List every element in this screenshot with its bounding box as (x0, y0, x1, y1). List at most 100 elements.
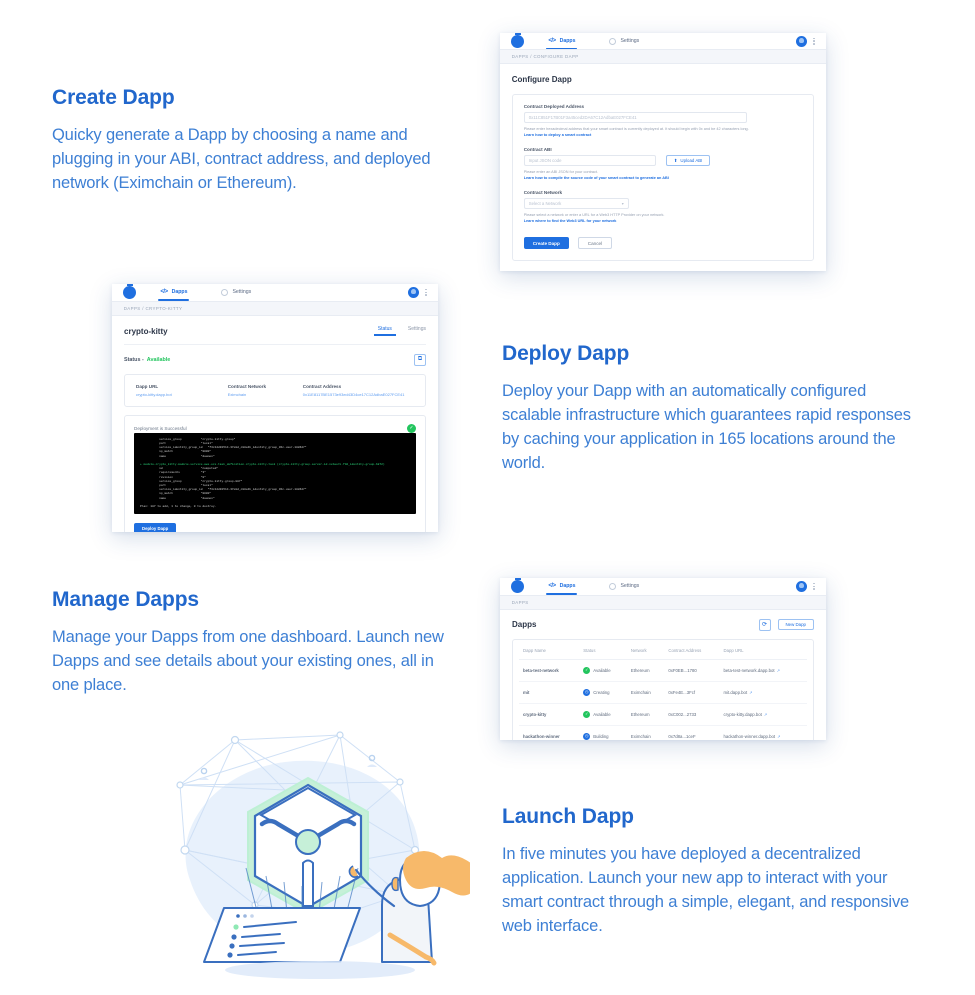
deployment-terminal-log: service_group "crypto-kitty-group" port … (134, 432, 416, 515)
breadcrumb[interactable]: DAPPS (500, 595, 826, 610)
tab-status[interactable]: Status (373, 326, 397, 336)
deploy-contract-help-link[interactable]: Learn how to deploy a smart contract (523, 133, 592, 138)
external-link-icon[interactable]: ↗ (763, 711, 768, 717)
contract-network-value[interactable]: Eximchain (227, 391, 247, 397)
field-contract-network: Contract Network Select a Network ▾ Plea… (523, 190, 803, 224)
external-link-icon[interactable]: ↗ (749, 689, 753, 695)
tab-settings[interactable]: Settings (407, 325, 426, 332)
info-field: Dapp URL crypto-kitty.dapp.bot (136, 384, 228, 397)
network-deploy-illustration (150, 730, 477, 995)
status-available-icon: ✓ (583, 666, 591, 674)
cell-dapp-url[interactable]: crypto-kitty.dapp.bot↗ (719, 703, 807, 726)
section-manage-dapps: Manage Dapps Manage your Dapps from one … (52, 588, 452, 697)
check-circle-icon: ✓ (407, 423, 416, 433)
kebab-menu-icon[interactable] (813, 37, 815, 45)
detail-tabs: Status Settings (373, 325, 426, 336)
detail-header: crypto-kitty Status Settings (124, 326, 426, 336)
kebab-menu-icon[interactable] (425, 288, 427, 296)
avatar-icon[interactable] (796, 580, 808, 592)
external-link-icon[interactable]: ↗ (777, 733, 781, 739)
brand-logo-icon[interactable] (123, 284, 137, 299)
configure-form-card: Contract Deployed Address 0x11C851F17B01… (511, 94, 815, 262)
breadcrumb[interactable]: DAPPS / CRYPTO-KITTY (112, 301, 438, 316)
section-title: Deploy Dapp (502, 342, 630, 365)
terminal-line: service_identity_group_id "f3c12d91514-3… (140, 488, 307, 492)
configure-dapp-mockup: </> Dapps Settings DAPPS / CONFIGURE DAP… (500, 33, 826, 271)
dapp-url-value[interactable]: crypto-kitty.dapp.bot (136, 391, 172, 397)
nav-tab-dapps[interactable]: </> Dapps (546, 33, 578, 50)
refresh-icon[interactable]: ⟳ (758, 618, 771, 631)
app-navbar: </> Dapps Settings (112, 284, 438, 302)
terminal-line: ip_match "0000" (140, 450, 212, 454)
brand-logo-icon[interactable] (511, 33, 525, 48)
section-body: In five minutes you have deployed a dece… (502, 845, 910, 935)
brand-logo-icon[interactable] (511, 578, 525, 593)
nav-tab-settings[interactable]: Settings (607, 578, 641, 595)
upload-abi-button[interactable]: ⬆ Upload ABI (665, 155, 711, 167)
kebab-menu-icon[interactable] (813, 582, 815, 590)
field-label: Contract Network (227, 383, 267, 389)
cell-dapp-name[interactable]: beta-test-network (519, 659, 580, 682)
contract-network-select[interactable]: Select a Network ▾ (523, 198, 629, 210)
status-badge: Available (146, 356, 171, 363)
col-dapp-url: Dapp URL (719, 641, 807, 660)
deployment-status-label: Deployment is Successful (134, 425, 187, 431)
cell-dapp-name[interactable]: hackathon-winner (519, 725, 580, 740)
nav-tab-settings[interactable]: Settings (607, 33, 641, 49)
breadcrumb[interactable]: DAPPS / CONFIGURE DAPP (500, 50, 826, 65)
cell-status: ✓Available (579, 703, 627, 726)
form-actions: Create Dapp Cancel (523, 237, 803, 250)
create-dapp-button[interactable]: Create Dapp (523, 237, 569, 250)
contract-abi-input[interactable]: Input JSON code (523, 155, 656, 167)
nav-tab-dapps[interactable]: </> Dapps (546, 578, 578, 595)
table-header-row: Dapp Name Status Network Contract Addres… (519, 641, 807, 660)
cell-dapp-url[interactable]: hackathon-winner.dapp.bot↗ (719, 725, 807, 740)
nav-tab-dapps[interactable]: </> Dapps (158, 284, 190, 301)
web3-url-help-link[interactable]: Learn where to find the Web3 URL for you… (523, 219, 617, 224)
terminal-line: requirements "3" (140, 471, 206, 475)
terminal-line: Plan: 187 to add, 1 to change, 0 to dest… (140, 505, 217, 509)
deploy-dapp-button[interactable]: Deploy Dapp (134, 523, 177, 532)
gear-icon (221, 288, 229, 296)
col-dapp-name: Dapp Name (519, 641, 580, 660)
col-contract-address: Contract Address (664, 641, 720, 660)
navbar-right (796, 580, 815, 592)
contract-address-input[interactable]: 0x11C851F17B01F3a45ced2DA67C12AdbaE027FC… (523, 112, 747, 124)
dapps-list-mockup: </> Dapps Settings DAPPS Dapps ⟳ New Dap… (500, 578, 826, 740)
avatar-icon[interactable] (796, 35, 808, 47)
contract-address-value[interactable]: 0x11E8117BE1573e93ed43D4ce17C12AdbaE027F… (302, 391, 405, 397)
avatar-icon[interactable] (408, 286, 420, 298)
nav-tab-settings-label: Settings (232, 289, 252, 296)
nav-tab-settings[interactable]: Settings (219, 284, 253, 301)
cell-dapp-url[interactable]: mit.dapp.bot↗ (719, 681, 807, 704)
cancel-button[interactable]: Cancel (577, 237, 613, 250)
cell-network: Ethereum (626, 703, 665, 726)
copy-icon[interactable]: ⧉ (414, 353, 426, 366)
field-label: Contract ABI (523, 147, 552, 153)
terminal-line: name "daemon" (140, 496, 215, 500)
new-dapp-button[interactable]: New Dapp (777, 619, 814, 631)
status-pending-icon: ◷ (583, 732, 591, 740)
page-title: Dapps (512, 620, 537, 630)
status-available-icon: ✓ (583, 710, 591, 718)
cell-dapp-url[interactable]: beta-test-network.dapp.bot↗ (719, 659, 807, 682)
terminal-line: ip_match "0000" (140, 492, 212, 496)
configure-body: Configure Dapp Contract Deployed Address… (500, 64, 826, 271)
external-link-icon[interactable]: ↗ (776, 667, 780, 673)
status-label: Creating (593, 689, 610, 695)
page-title: Configure Dapp (511, 75, 572, 85)
cell-contract-address: 0xFe4E...3Fcf (664, 681, 720, 704)
compile-abi-help-link[interactable]: Learn how to compile the source code of … (523, 176, 669, 181)
detail-info-card: Dapp URL crypto-kitty.dapp.bot Contract … (124, 373, 426, 407)
deployment-card: Deployment is Successful ✓ service_group… (124, 414, 426, 532)
nav-tab-dapps-label: Dapps (559, 583, 576, 590)
section-create-dapp: Create Dapp Quicky generate a Dapp by ch… (52, 86, 452, 195)
cell-dapp-name[interactable]: crypto-kitty (519, 703, 580, 726)
chevron-down-icon: ▾ (621, 201, 624, 207)
cell-dapp-name[interactable]: mit (519, 681, 580, 704)
